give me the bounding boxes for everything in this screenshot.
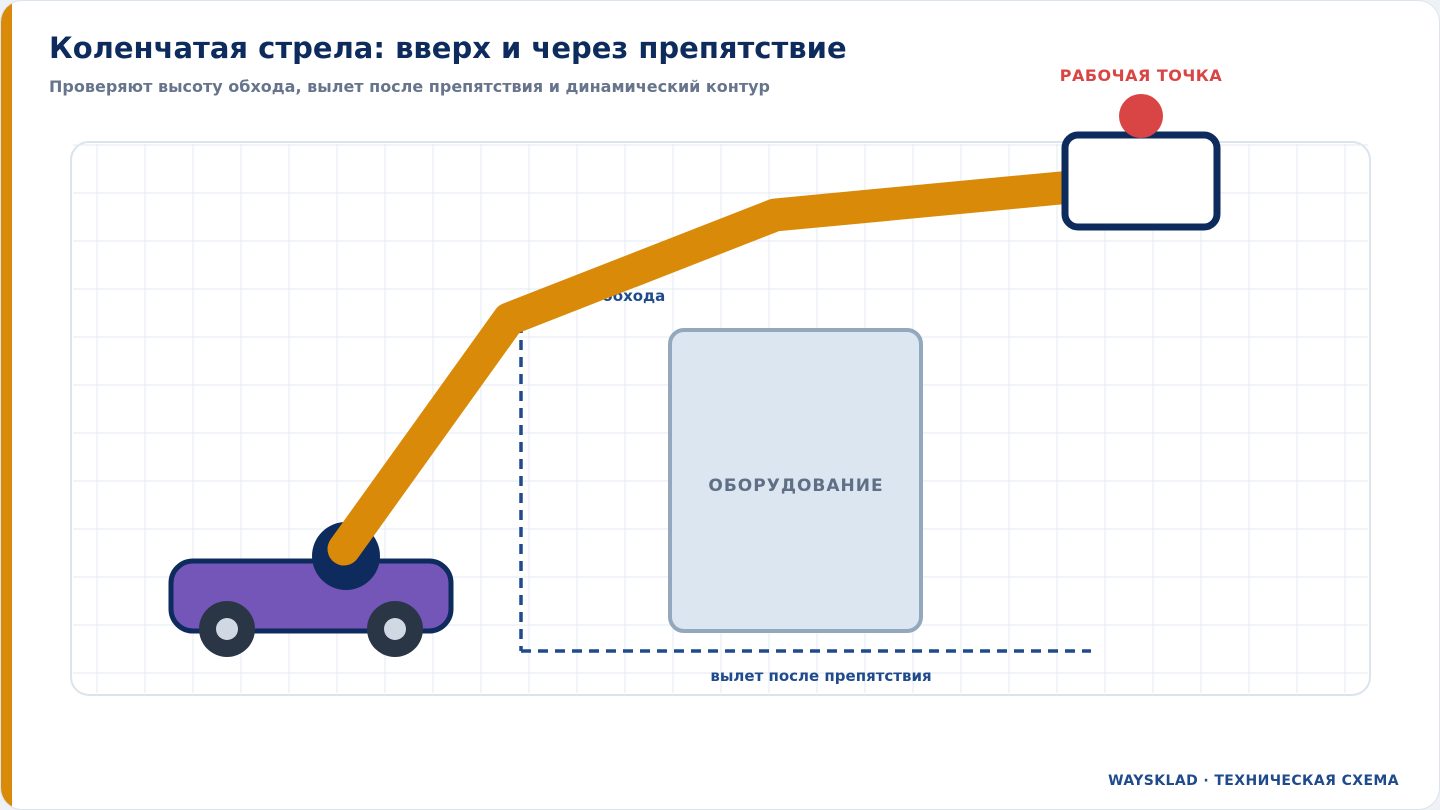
page-title: Коленчатая стрела: вверх и через препятс… xyxy=(49,31,847,65)
obstacle-box xyxy=(668,328,923,633)
wheel-left-hub xyxy=(216,618,238,640)
work-point-marker xyxy=(1119,94,1163,138)
articulated-boom xyxy=(327,170,1088,566)
boom-arm xyxy=(327,170,1088,566)
wheel-left xyxy=(199,601,255,657)
work-point-label: РАБОЧАЯ ТОЧКА xyxy=(1060,66,1223,85)
accent-bar xyxy=(1,1,12,809)
work-platform: РАБОЧАЯ ТОЧКА xyxy=(1060,66,1223,231)
outreach-label: вылет после препятствия xyxy=(710,667,931,685)
page-subtitle: Проверяют высоту обхода, вылет после пре… xyxy=(49,77,770,96)
obstacle: ОБОРУДОВАНИЕ xyxy=(668,328,923,633)
wheel-right xyxy=(367,601,423,657)
wheel-right-hub xyxy=(384,618,406,640)
platform-basket xyxy=(1061,131,1221,231)
footer-brand: WAYSKLAD · ТЕХНИЧЕСКАЯ СХЕМА xyxy=(1108,773,1399,789)
obstacle-label: ОБОРУДОВАНИЕ xyxy=(708,476,883,496)
